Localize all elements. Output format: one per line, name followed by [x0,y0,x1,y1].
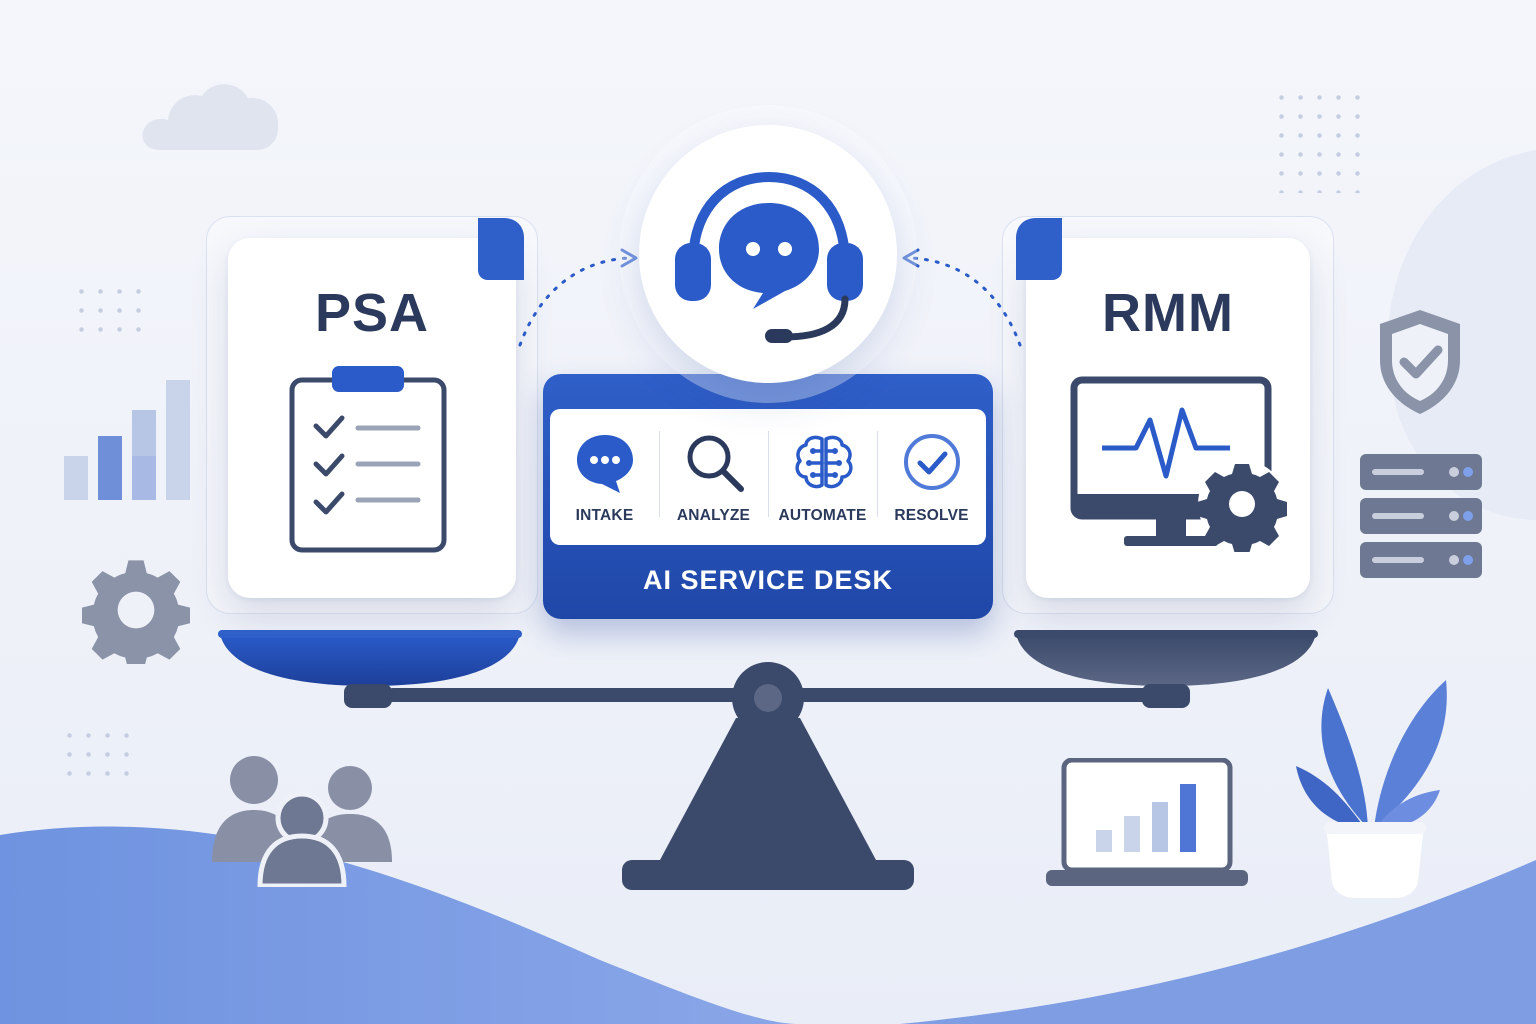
server-stack-icon [1360,454,1482,578]
step-resolve: RESOLVE [877,409,986,545]
headset-chat-icon [675,171,863,343]
step-resolve-label: RESOLVE [894,507,969,524]
step-analyze: ANALYZE [659,409,768,545]
check-circle-icon [904,434,960,490]
step-automate-label: AUTOMATE [778,507,867,524]
rmm-card-corner [1016,218,1062,280]
rmm-card: RMM [1026,238,1310,598]
step-analyze-label: ANALYZE [676,507,751,524]
plant-icon [1296,680,1447,898]
service-desk-title: AI SERVICE DESK [642,565,894,595]
workflow-steps: INTAKE ANALYZE [550,409,986,545]
step-divider [768,431,769,517]
dotted-arrows [518,248,1022,347]
psa-title: PSA [314,283,430,343]
brain-icon [795,435,853,489]
rmm-title: RMM [1102,283,1234,343]
bar-chart-icon [64,380,190,500]
step-divider [877,431,878,517]
dot-grid-bottom-left [60,726,136,783]
support-hub [639,125,897,383]
magnifier-icon [687,435,744,492]
monitor-pulse-gear-icon [1070,376,1287,552]
psa-card: PSA [228,238,516,598]
dot-grid-left [72,282,148,339]
step-intake-label: INTAKE [575,507,634,524]
team-icon [212,756,392,887]
psa-card-corner [478,218,524,280]
step-automate: AUTOMATE [768,409,877,545]
dot-grid-top-right [1272,88,1367,193]
balance-scale [218,630,1318,890]
gear-icon [82,560,190,664]
cloud-icon [142,84,279,150]
laptop-chart-icon [1046,758,1248,886]
step-divider [659,431,660,517]
clipboard-checklist-icon [289,366,447,553]
chat-bubble-icon [577,435,633,493]
shield-check-icon [1380,310,1460,414]
ai-service-desk-panel: INTAKE ANALYZE [543,374,993,619]
step-intake: INTAKE [550,409,659,545]
